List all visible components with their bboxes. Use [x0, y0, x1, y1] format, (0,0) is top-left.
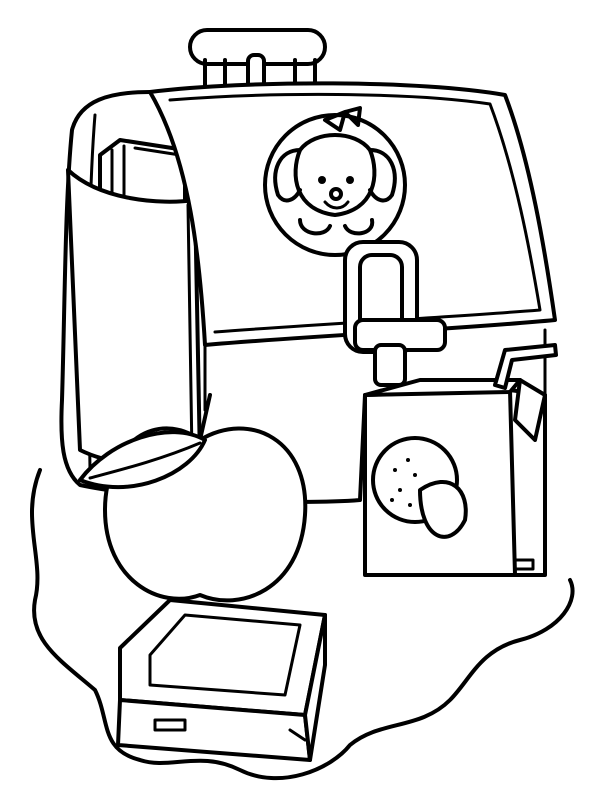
apple: [78, 393, 308, 603]
juice-box: [363, 343, 558, 577]
body-lower-edge: [203, 328, 547, 412]
straw: [493, 343, 558, 390]
lunch-box: [116, 598, 327, 762]
backpack-clasp: [343, 240, 447, 387]
puppy-badge: [263, 106, 407, 257]
side-pocket: [66, 168, 202, 468]
ground-shape: [30, 468, 575, 781]
pocket-seam: [186, 203, 194, 457]
